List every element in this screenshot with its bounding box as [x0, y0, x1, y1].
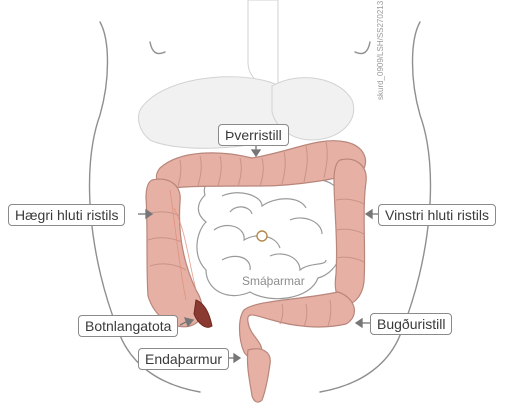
- label-appendix: Botnlangatota: [78, 315, 178, 337]
- label-rectum: Endaþarmur: [138, 348, 229, 370]
- label-right-colon: Hægri hluti ristils: [8, 204, 125, 226]
- label-small-intestine: Smáþarmar: [242, 274, 305, 288]
- image-credit: skurd_0909/LSH/SS270213: [376, 1, 385, 100]
- label-sigmoid-colon: Bugðuristill: [370, 313, 452, 335]
- label-left-colon: Vinstri hluti ristils: [378, 204, 496, 226]
- label-transverse-colon: Þverristill: [218, 124, 289, 146]
